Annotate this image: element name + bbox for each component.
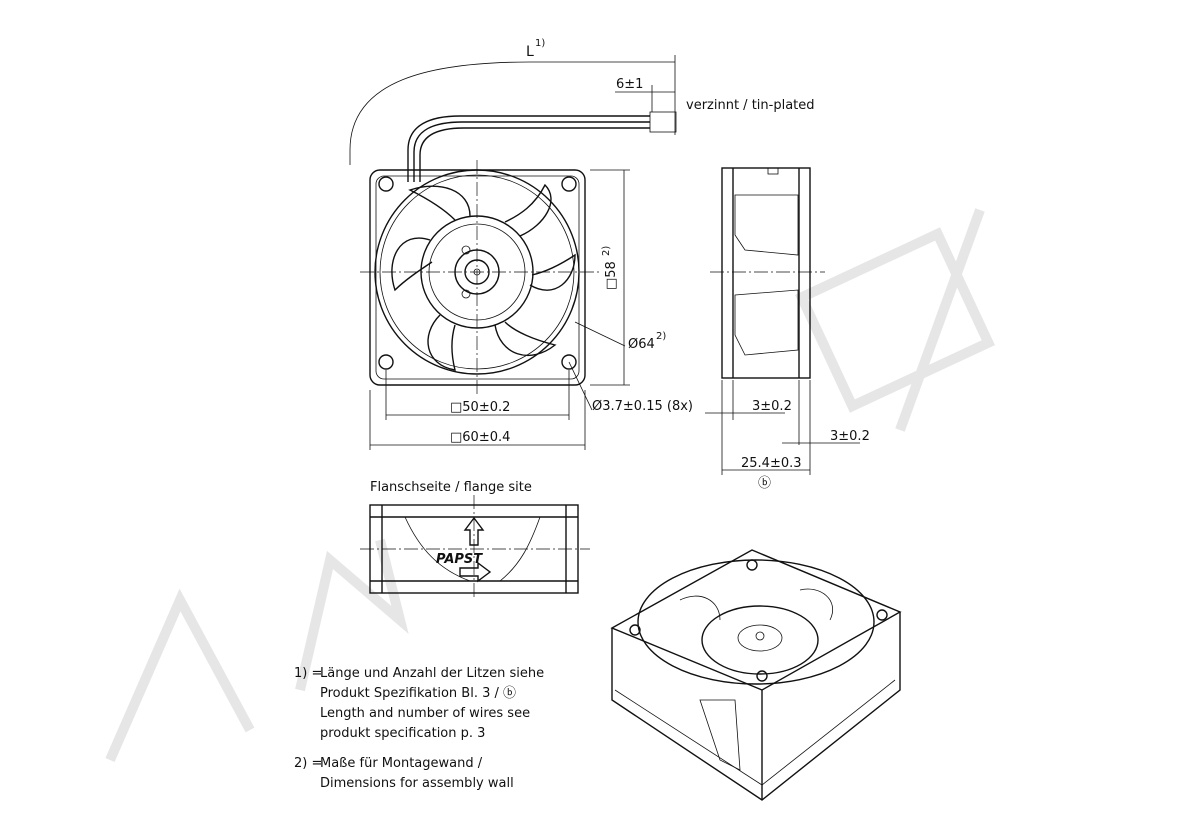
flange-thickness-2-label: 3±0.2 [830, 429, 870, 444]
cable-length-label: L [526, 44, 534, 60]
depth-ref-label: ⓑ [758, 476, 771, 491]
hole-diameter-label: Ø3.7±0.15 (8x) [592, 399, 693, 414]
mount-diameter-label: Ø64 [628, 337, 655, 352]
dimension-labels: L 1) 6±1 verzinnt / tin-plated □58 2) Ø6… [450, 38, 870, 491]
cable [407, 111, 677, 182]
fan-blades [391, 183, 576, 371]
note-1-line: produkt specification p. 3 [320, 726, 485, 741]
frame-size-label: □60±0.4 [450, 430, 510, 445]
mount-square-note: 2) [601, 246, 612, 256]
side-view [710, 167, 825, 379]
note-1-line: Länge und Anzahl der Litzen siehe [320, 666, 544, 681]
note-1-line: Length and number of wires see [320, 706, 530, 721]
isometric-view [610, 549, 902, 801]
watermark [105, 208, 995, 763]
tin-plated-label: verzinnt / tin-plated [686, 98, 815, 113]
front-view [360, 160, 600, 395]
footnotes: 1) = Länge und Anzahl der Litzen siehe P… [294, 666, 544, 791]
hole-spacing-label: □50±0.2 [450, 400, 510, 415]
flange-view-title: Flanschseite / flange site [370, 480, 532, 495]
mounting-holes [378, 176, 577, 370]
flange-thickness-1-label: 3±0.2 [752, 399, 792, 414]
mount-diameter-note: 2) [656, 331, 666, 342]
cable-length-note: 1) [535, 38, 545, 49]
dimension-lines [349, 55, 860, 475]
depth-label: 25.4±0.3 [741, 456, 802, 471]
note-2-line: Maße für Montagewand / [320, 756, 483, 771]
note-2-marker: 2) = [294, 756, 322, 771]
papst-logo: PAPST [436, 552, 483, 567]
mount-square-label: □58 [604, 261, 619, 290]
flange-view: PAPST [360, 495, 590, 600]
note-1-line: Produkt Spezifikation Bl. 3 / ⓑ [320, 686, 516, 701]
note-2-line: Dimensions for assembly wall [320, 776, 514, 791]
note-1-marker: 1) = [294, 666, 322, 681]
strip-length-label: 6±1 [616, 77, 643, 92]
